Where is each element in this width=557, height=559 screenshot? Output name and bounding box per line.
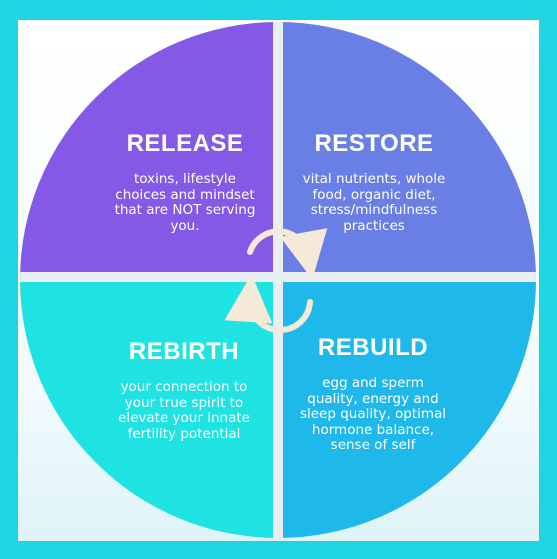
quadrant-restore-body: vital nutrients, whole food, organic die… xyxy=(302,171,446,234)
quadrant-rebirth-body: your connection to your true spirit to e… xyxy=(118,379,250,442)
quadrant-rebuild: REBUILD egg and sperm quality, energy an… xyxy=(268,334,478,454)
quadrant-release-title: RELEASE xyxy=(126,130,244,157)
quadrant-release: RELEASE toxins, lifestyle choices and mi… xyxy=(80,130,290,234)
quadrant-rebuild-title: REBUILD xyxy=(317,334,429,361)
cycle-wheel xyxy=(20,22,536,538)
quadrant-rebirth: REBIRTH your connection to your true spi… xyxy=(79,338,289,442)
diagram-canvas: RELEASE toxins, lifestyle choices and mi… xyxy=(18,20,539,541)
horizontal-divider xyxy=(20,272,536,282)
cycle-arrow-bottom-icon xyxy=(224,274,313,334)
cycle-arrow-top-icon xyxy=(247,228,328,280)
quadrant-restore-title: RESTORE xyxy=(314,130,434,157)
quadrant-restore: RESTORE vital nutrients, whole food, org… xyxy=(269,130,479,234)
quadrant-rebuild-body: egg and sperm quality, energy and sleep … xyxy=(299,375,447,453)
quadrant-release-body: toxins, lifestyle choices and mindset th… xyxy=(114,171,256,234)
quadrant-rebirth-title: REBIRTH xyxy=(128,338,240,365)
